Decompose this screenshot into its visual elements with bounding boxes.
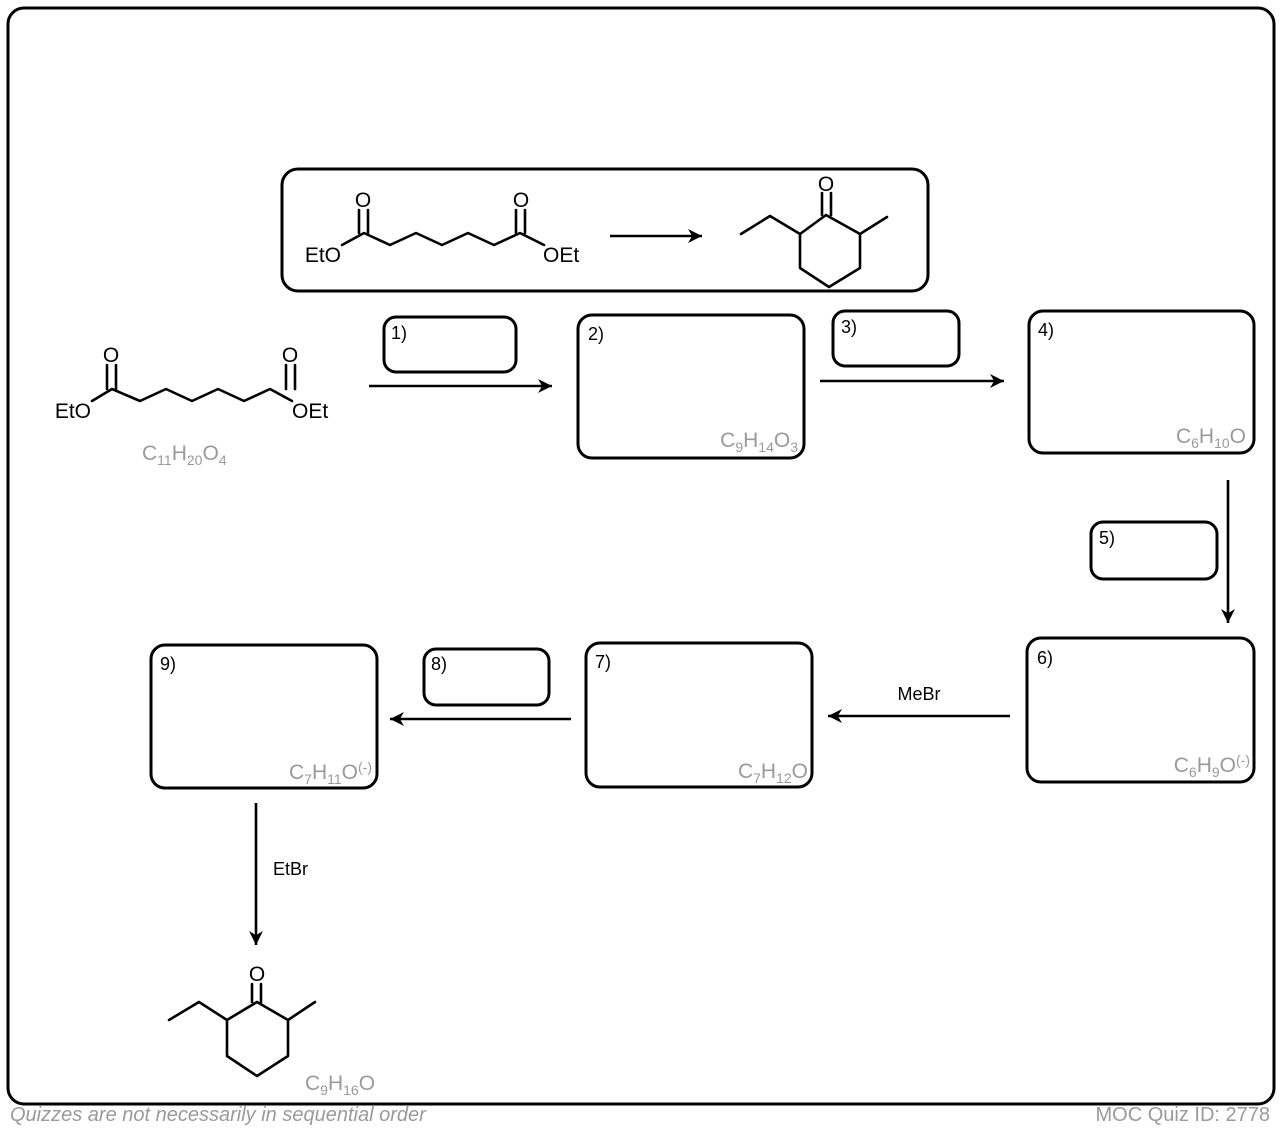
reference-diester: O O EtO OEt [305,189,580,267]
final-product-oxygen: O [249,963,265,986]
step-5-reagent-box[interactable] [1089,520,1219,581]
step-2-formula: C9H14O3 [720,429,798,455]
start-ethoxy-left: EtO [55,400,91,423]
mebr-reagent: MeBr [897,684,940,704]
step-4-formula: C6H10O [1176,425,1246,451]
footer-disclaimer: Quizzes are not necessarily in sequentia… [10,1104,426,1126]
reference-product-oxygen: O [818,173,834,196]
start-carbonyl-oxygen-left: O [103,344,119,367]
step-1-reagent-box[interactable] [382,315,518,374]
reference-box [280,167,930,293]
step-8-label: 8) [431,654,447,674]
step-4-structure-box[interactable] [1027,309,1256,455]
final-product-structure: O [167,963,317,1078]
reference-ethoxy-left: EtO [305,244,341,267]
start-formula: C11H20O4 [142,442,227,468]
step-2-structure-box[interactable] [576,313,806,460]
step-3-reagent-box[interactable] [831,309,961,368]
reference-carbonyl-oxygen-left: O [355,189,371,212]
starting-diester: O O EtO OEt [55,344,329,423]
reference-product: O [739,173,889,289]
step-2-label: 2) [588,324,604,344]
step-6-formula: C6H9O(-) [1174,752,1250,780]
step-1-label: 1) [391,323,407,343]
start-carbonyl-oxygen-right: O [282,344,298,367]
reference-ethoxy-right: OEt [543,244,579,267]
step-7-structure-box[interactable] [584,641,814,789]
step-8-reagent-box[interactable] [422,647,551,707]
step-3-label: 3) [841,317,857,337]
outer-frame [6,6,1276,1106]
reference-carbonyl-oxygen-right: O [513,189,529,212]
quiz-id: MOC Quiz ID: 2778 [1095,1104,1270,1126]
etbr-reagent: EtBr [273,859,308,879]
step-7-label: 7) [595,652,611,672]
final-product-formula: C9H16O [305,1072,375,1098]
step-9-structure-box[interactable] [149,643,379,790]
step-9-label: 9) [160,654,176,674]
step-9-formula: C7H11O(-) [289,759,372,787]
step-6-structure-box[interactable] [1025,636,1256,784]
step-4-label: 4) [1038,320,1054,340]
start-ethoxy-right: OEt [292,400,328,423]
step-7-formula: C7H12O [738,760,808,786]
step-6-label: 6) [1037,648,1053,668]
step-5-label: 5) [1099,528,1115,548]
